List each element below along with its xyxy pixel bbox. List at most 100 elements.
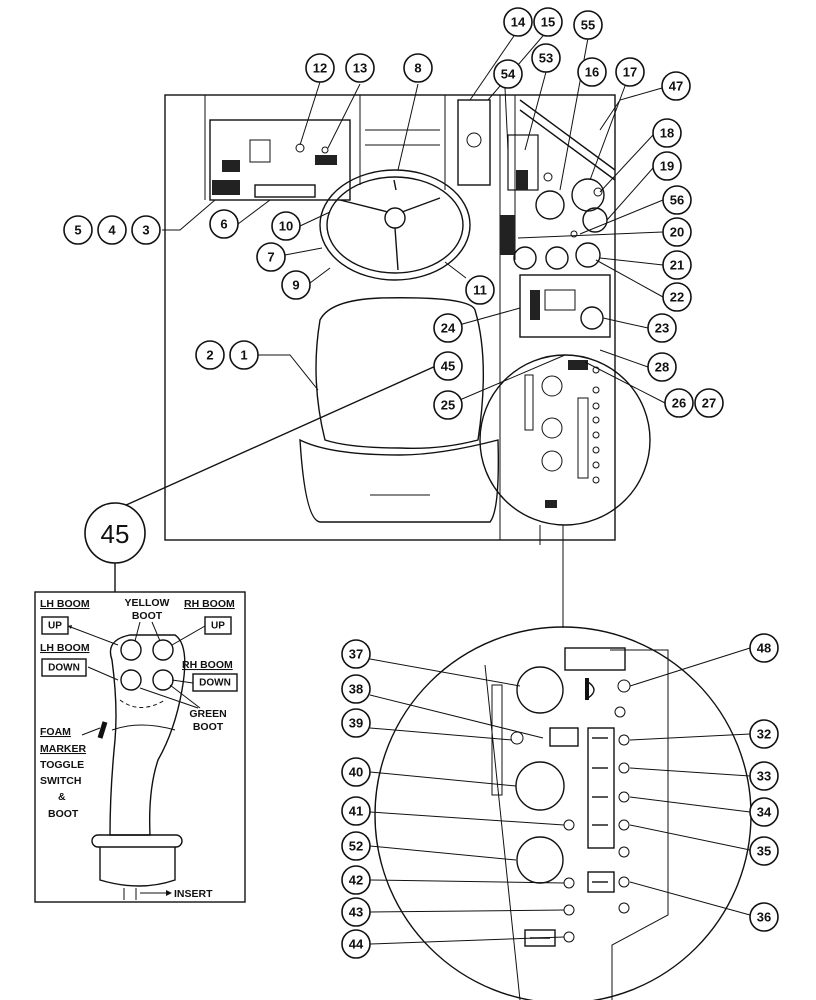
svg-text:13: 13 — [353, 61, 367, 76]
switch-label: SWITCH — [40, 775, 81, 787]
callout-27: 27 — [694, 388, 724, 418]
callout-41: 41 — [341, 796, 371, 826]
callout-38: 38 — [341, 674, 371, 704]
svg-text:1: 1 — [240, 348, 247, 363]
yellow-boot-label-1: YELLOW — [125, 597, 170, 609]
callout-22: 22 — [662, 282, 692, 312]
svg-text:4: 4 — [108, 223, 116, 238]
callout-16: 16 — [577, 57, 607, 87]
callout-39: 39 — [341, 708, 371, 738]
svg-text:6: 6 — [220, 217, 227, 232]
svg-text:35: 35 — [757, 844, 771, 859]
callout-44: 44 — [341, 929, 371, 959]
svg-text:45: 45 — [101, 519, 130, 549]
dash-panel — [209, 119, 351, 201]
callout-54: 54 — [493, 59, 523, 89]
toggle-label: TOGGLE — [40, 759, 84, 771]
insert-label: INSERT — [174, 888, 213, 900]
marker-label: MARKER — [40, 743, 86, 755]
boot-label: BOOT — [48, 808, 79, 820]
svg-text:9: 9 — [292, 278, 299, 293]
callout-7: 7 — [256, 242, 286, 272]
callout-17: 17 — [615, 57, 645, 87]
svg-text:33: 33 — [757, 769, 771, 784]
leader-lines-detail — [369, 647, 751, 945]
callout-3: 3 — [131, 215, 161, 245]
svg-text:11: 11 — [473, 283, 487, 298]
svg-text:20: 20 — [670, 225, 684, 240]
callout-13: 13 — [345, 53, 375, 83]
callout-23: 23 — [647, 313, 677, 343]
callout-25: 25 — [433, 390, 463, 420]
svg-text:10: 10 — [279, 219, 293, 234]
svg-text:54: 54 — [501, 67, 516, 82]
svg-text:19: 19 — [660, 159, 674, 174]
callout-47: 47 — [661, 71, 691, 101]
svg-text:21: 21 — [670, 258, 684, 273]
callout-34: 34 — [749, 797, 779, 827]
callout-15: 15 — [533, 7, 563, 37]
callout-21: 21 — [662, 250, 692, 280]
svg-text:18: 18 — [660, 126, 674, 141]
callout-36: 36 — [749, 902, 779, 932]
svg-text:5: 5 — [74, 223, 81, 238]
callout-5: 5 — [63, 215, 93, 245]
svg-text:7: 7 — [267, 250, 274, 265]
callout-14: 14 — [503, 7, 533, 37]
svg-text:36: 36 — [757, 910, 771, 925]
svg-text:23: 23 — [655, 321, 669, 336]
svg-text:41: 41 — [349, 804, 363, 819]
callout-43: 43 — [341, 897, 371, 927]
joystick-panel: LH BOOM UP LH BOOM DOWN RH BOOM UP RH BO… — [34, 591, 246, 903]
callout-1: 1 — [229, 340, 259, 370]
svg-text:38: 38 — [349, 682, 363, 697]
callouts-top: 12 13 8 14 15 55 53 54 16 17 47 18 19 56… — [63, 7, 724, 420]
svg-text:22: 22 — [670, 290, 684, 305]
svg-text:40: 40 — [349, 765, 363, 780]
lh-down-label: DOWN — [48, 663, 80, 674]
detail-circle-large — [374, 626, 752, 1000]
detail-zoom-circle — [479, 354, 651, 625]
steering-wheel — [319, 169, 471, 281]
yellow-boot-label-2: BOOT — [132, 610, 163, 622]
callout-37: 37 — [341, 639, 371, 669]
rh-up-label: UP — [211, 621, 225, 632]
svg-text:56: 56 — [670, 193, 684, 208]
callout-24: 24 — [433, 313, 463, 343]
svg-text:8: 8 — [414, 61, 421, 76]
svg-text:25: 25 — [441, 398, 455, 413]
amp-label: & — [58, 791, 66, 803]
lh-boom-down-title: LH BOOM — [40, 642, 90, 654]
callout-26: 26 — [664, 388, 694, 418]
svg-text:34: 34 — [757, 805, 772, 820]
callout-11: 11 — [465, 275, 495, 305]
callout-12: 12 — [305, 53, 335, 83]
callout-2: 2 — [195, 340, 225, 370]
callouts-detail: 37 38 39 40 41 52 42 43 44 48 32 33 34 3… — [341, 633, 779, 959]
callout-42: 42 — [341, 865, 371, 895]
svg-text:48: 48 — [757, 641, 771, 656]
svg-text:43: 43 — [349, 905, 363, 920]
callout-8: 8 — [403, 53, 433, 83]
svg-text:39: 39 — [349, 716, 363, 731]
callout-45-small: 45 — [433, 351, 463, 381]
cab-outline — [164, 94, 616, 541]
svg-text:24: 24 — [441, 321, 456, 336]
svg-text:28: 28 — [655, 360, 669, 375]
callout-52: 52 — [341, 831, 371, 861]
svg-text:3: 3 — [142, 223, 149, 238]
svg-text:45: 45 — [441, 359, 455, 374]
callout-32: 32 — [749, 719, 779, 749]
callout-20: 20 — [662, 217, 692, 247]
callout-40: 40 — [341, 757, 371, 787]
callout-4: 4 — [97, 215, 127, 245]
callout-53: 53 — [531, 43, 561, 73]
svg-text:14: 14 — [511, 15, 526, 30]
lh-boom-up-title: LH BOOM — [40, 598, 90, 610]
callout-6: 6 — [209, 209, 239, 239]
operator-seat — [299, 297, 500, 523]
svg-text:32: 32 — [757, 727, 771, 742]
callout-28: 28 — [647, 352, 677, 382]
callout-45-large: 45 — [84, 502, 146, 592]
svg-text:12: 12 — [313, 61, 327, 76]
